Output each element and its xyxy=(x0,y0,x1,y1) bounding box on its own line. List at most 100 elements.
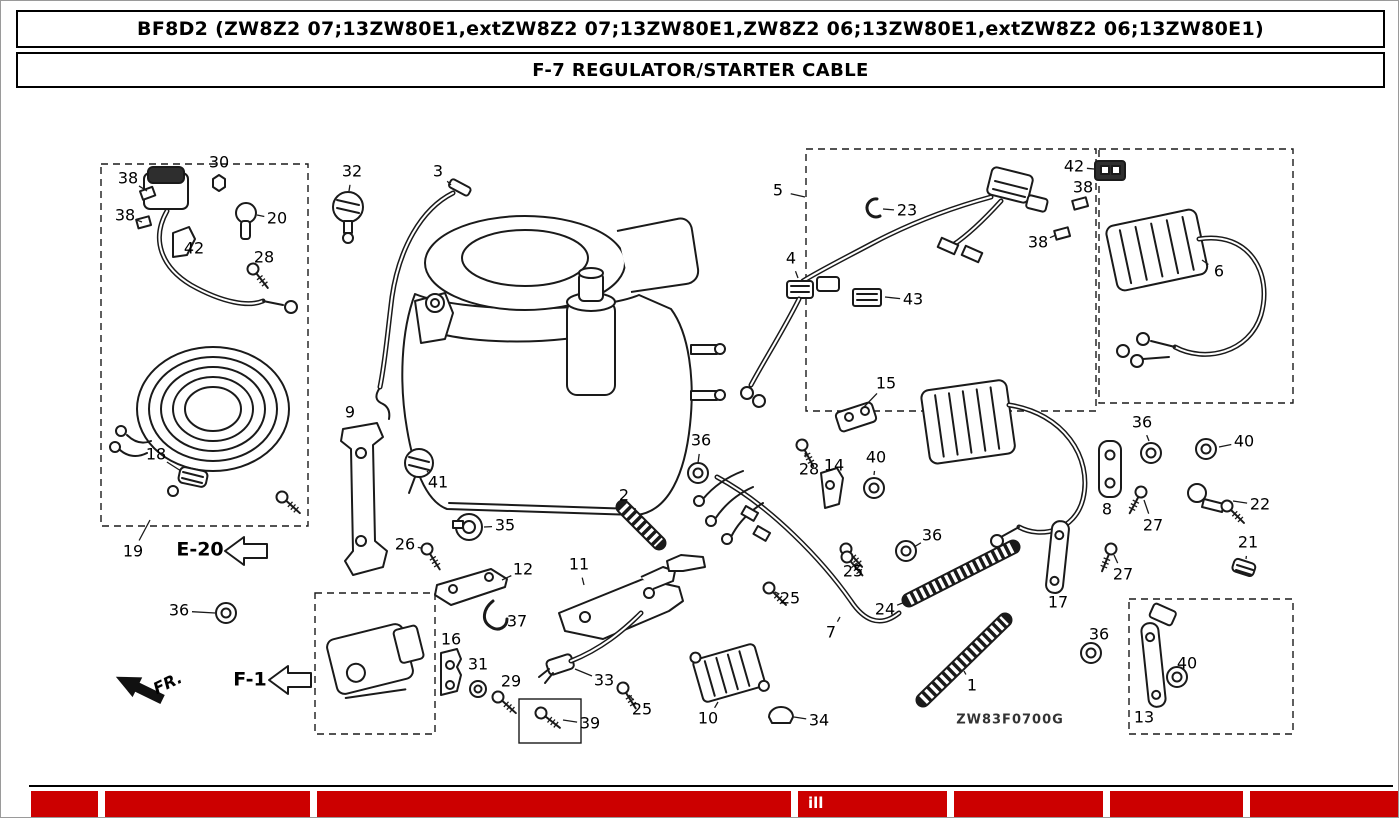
wire-harness-7 xyxy=(693,470,902,624)
bolt-icon xyxy=(1100,542,1118,573)
bracket-16 xyxy=(440,648,462,696)
callout-leader xyxy=(562,719,578,723)
bolt-39-box xyxy=(518,698,582,744)
starter-cable-33 xyxy=(538,610,644,684)
grommet-icon xyxy=(1195,438,1217,460)
part-callout-18: 18 xyxy=(146,445,166,464)
parts-table-header-row: ill xyxy=(1,791,1398,817)
part-callout-40: 40 xyxy=(1234,432,1254,451)
parts-table-top-border xyxy=(29,785,1393,787)
part-callout-42: 42 xyxy=(184,239,204,258)
part-callout-3: 3 xyxy=(433,162,443,181)
fr-arrow-icon xyxy=(115,676,165,705)
callout-leader xyxy=(913,542,922,548)
callout-leader xyxy=(138,185,148,192)
part-callout-2: 2 xyxy=(619,486,629,505)
part-callout-30: 30 xyxy=(209,153,229,172)
callout-leader xyxy=(1143,499,1150,514)
callout-leader xyxy=(501,575,512,581)
part-callout-32: 32 xyxy=(342,162,362,181)
part-callout-42: 42 xyxy=(1064,157,1084,176)
callout-leader xyxy=(574,668,593,677)
part-callout-4: 4 xyxy=(786,249,796,268)
diagram-marker-fr-: FR. xyxy=(150,668,185,698)
corrugated-tube-24 xyxy=(901,539,1021,608)
callout-leader xyxy=(774,591,779,595)
callout-leader xyxy=(1049,234,1057,239)
part-callout-21: 21 xyxy=(1238,533,1258,552)
part-callout-15: 15 xyxy=(876,374,896,393)
callout-leader xyxy=(1201,259,1209,266)
part-callout-28: 28 xyxy=(799,460,819,479)
part-callout-16: 16 xyxy=(441,630,461,649)
part-callout-27: 27 xyxy=(1113,565,1133,584)
callout-leader xyxy=(963,670,967,675)
starter-cable-group xyxy=(109,166,298,497)
part-callout-27: 27 xyxy=(1143,516,1163,535)
callout-leader xyxy=(1086,167,1095,170)
grommet-35 xyxy=(452,513,483,541)
callout-leader xyxy=(804,452,807,458)
part-callout-13: 13 xyxy=(1134,708,1154,727)
part-callout-29: 29 xyxy=(501,672,521,691)
part-callout-40: 40 xyxy=(1177,654,1197,673)
model-title-bar: BF8D2 (ZW8Z2 07;13ZW80E1,extZW8Z2 07;13Z… xyxy=(16,10,1385,48)
clip-23 xyxy=(865,197,882,219)
callout-leader xyxy=(714,701,719,709)
part-callout-39: 39 xyxy=(580,714,600,733)
callout-leader xyxy=(794,270,799,279)
callout-leader xyxy=(1218,443,1232,448)
bracket-12 xyxy=(434,568,508,606)
part-callout-10: 10 xyxy=(698,709,718,728)
bracket-9 xyxy=(340,422,388,576)
callout-leader xyxy=(138,519,151,541)
bolt-icon xyxy=(491,690,517,715)
callout-leader xyxy=(882,208,895,211)
part-callout-25: 25 xyxy=(632,700,652,719)
model-title: BF8D2 (ZW8Z2 07;13ZW80E1,extZW8Z2 07;13Z… xyxy=(137,18,1264,40)
callout-leader xyxy=(1146,434,1150,442)
plate-8 xyxy=(1098,440,1122,498)
callout-leader xyxy=(166,461,182,472)
grommet-icon xyxy=(687,462,709,484)
bolt-icon xyxy=(275,490,301,515)
diagram-marker-f-1: F-1 xyxy=(233,669,267,691)
clips-38-right xyxy=(1053,196,1090,241)
part-callout-36: 36 xyxy=(169,601,189,620)
callout-leader xyxy=(863,392,878,408)
part-callout-25: 25 xyxy=(843,562,863,581)
callout-leader xyxy=(348,184,351,192)
bolt-icon xyxy=(762,581,787,606)
hook-37 xyxy=(483,599,509,631)
part-callout-28: 28 xyxy=(254,248,274,267)
callout-leader xyxy=(256,214,265,218)
bolt-icon xyxy=(795,438,815,468)
part-callout-38: 38 xyxy=(1073,178,1093,197)
parts-table-column-7 xyxy=(1250,791,1398,817)
section-title-bar: F-7 REGULATOR/STARTER CABLE xyxy=(16,52,1385,88)
callout-leader xyxy=(426,470,430,474)
callout-leader xyxy=(1232,500,1248,504)
cable-clamp-32 xyxy=(332,191,364,244)
part-callout-24: 24 xyxy=(875,600,895,619)
part-callout-19: 19 xyxy=(123,542,143,561)
part-callout-43: 43 xyxy=(903,290,923,309)
callout-leader xyxy=(836,616,841,623)
solenoid-group xyxy=(326,623,425,700)
rubber-cap-34 xyxy=(768,706,794,724)
callout-leader xyxy=(793,716,807,720)
grommet-icon xyxy=(895,540,917,562)
bolt-icon xyxy=(420,542,441,571)
part-callout-33: 33 xyxy=(594,671,614,690)
part-callout-38: 38 xyxy=(1028,233,1048,252)
bolt-icon xyxy=(246,262,269,289)
part-callout-40: 40 xyxy=(866,448,886,467)
callout-leader xyxy=(137,219,143,223)
grommet-31 xyxy=(469,680,487,698)
connector-42 xyxy=(1094,160,1126,181)
grommet-icon xyxy=(863,477,885,499)
bracket-11 xyxy=(558,554,706,640)
